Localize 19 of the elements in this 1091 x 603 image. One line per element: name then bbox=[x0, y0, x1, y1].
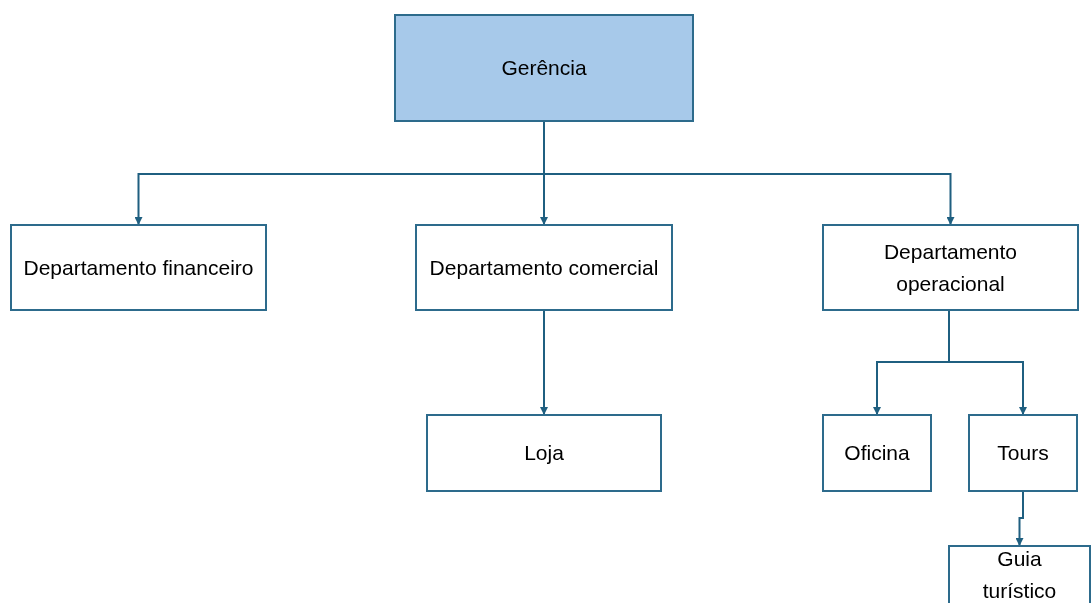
connector-arrow bbox=[948, 310, 1027, 415]
box-label: Guia turístico bbox=[981, 546, 1058, 603]
box-label: Departamento financeiro bbox=[23, 254, 254, 281]
org-box bbox=[968, 414, 1078, 492]
connector-arrow bbox=[540, 310, 548, 415]
org-box bbox=[822, 224, 1079, 311]
org-box bbox=[394, 14, 694, 122]
connector-arrow bbox=[1015, 491, 1024, 546]
org-box bbox=[426, 414, 662, 492]
box-label: Oficina bbox=[844, 440, 910, 466]
org-box bbox=[415, 224, 673, 311]
box-label: Departamento operacional bbox=[882, 238, 1019, 297]
box-label: Loja bbox=[524, 440, 564, 466]
org-box bbox=[822, 414, 932, 492]
box-label: Departamento comercial bbox=[429, 254, 659, 281]
box-label: Gerência bbox=[501, 55, 587, 81]
org-box bbox=[948, 545, 1091, 603]
org-box bbox=[10, 224, 267, 311]
box-label: Tours bbox=[997, 440, 1049, 466]
